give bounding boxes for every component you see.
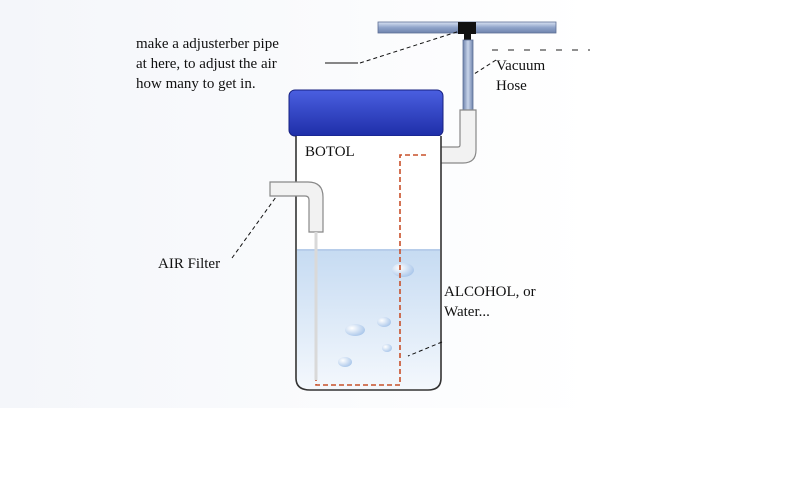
- air-filter-label: AIR Filter: [158, 256, 221, 272]
- liquid: [297, 250, 440, 389]
- adjuster-label-line-2: at here, to adjust the air: [136, 56, 277, 72]
- liquid-label: ALCOHOL, or Water...: [444, 282, 536, 322]
- liquid-label-line-1: ALCOHOL, or: [444, 284, 536, 300]
- vacuum-label-line-2: Hose: [496, 78, 527, 94]
- t-stem: [464, 32, 471, 40]
- t-junction: [458, 22, 476, 34]
- vacuum-hose-label: Vacuum Hose: [496, 56, 545, 96]
- bubble: [345, 324, 365, 336]
- adjuster-label-line-1: make a adjusterber pipe: [136, 36, 279, 52]
- liquid-label-line-2: Water...: [444, 304, 490, 320]
- vacuum-hose: [462, 39, 474, 113]
- jar-lid: [288, 89, 444, 137]
- bubble: [392, 263, 414, 277]
- vacuum-label-line-1: Vacuum: [496, 58, 546, 74]
- air-filter-leader: [231, 196, 277, 259]
- liquid-leader: [407, 341, 443, 357]
- adjuster-pipe-label: make a adjusterber pipe at here, to adju…: [136, 34, 279, 94]
- bubble: [377, 317, 391, 327]
- bubble: [382, 344, 392, 352]
- dashed-inner-tube: [315, 154, 426, 386]
- air-filter-elbow: [269, 181, 324, 233]
- adjuster-label-line-3: how many to get in.: [136, 76, 256, 92]
- vacuum-leader: [473, 59, 497, 75]
- bubble: [338, 357, 352, 367]
- bottle-label: BOTOL: [305, 144, 355, 160]
